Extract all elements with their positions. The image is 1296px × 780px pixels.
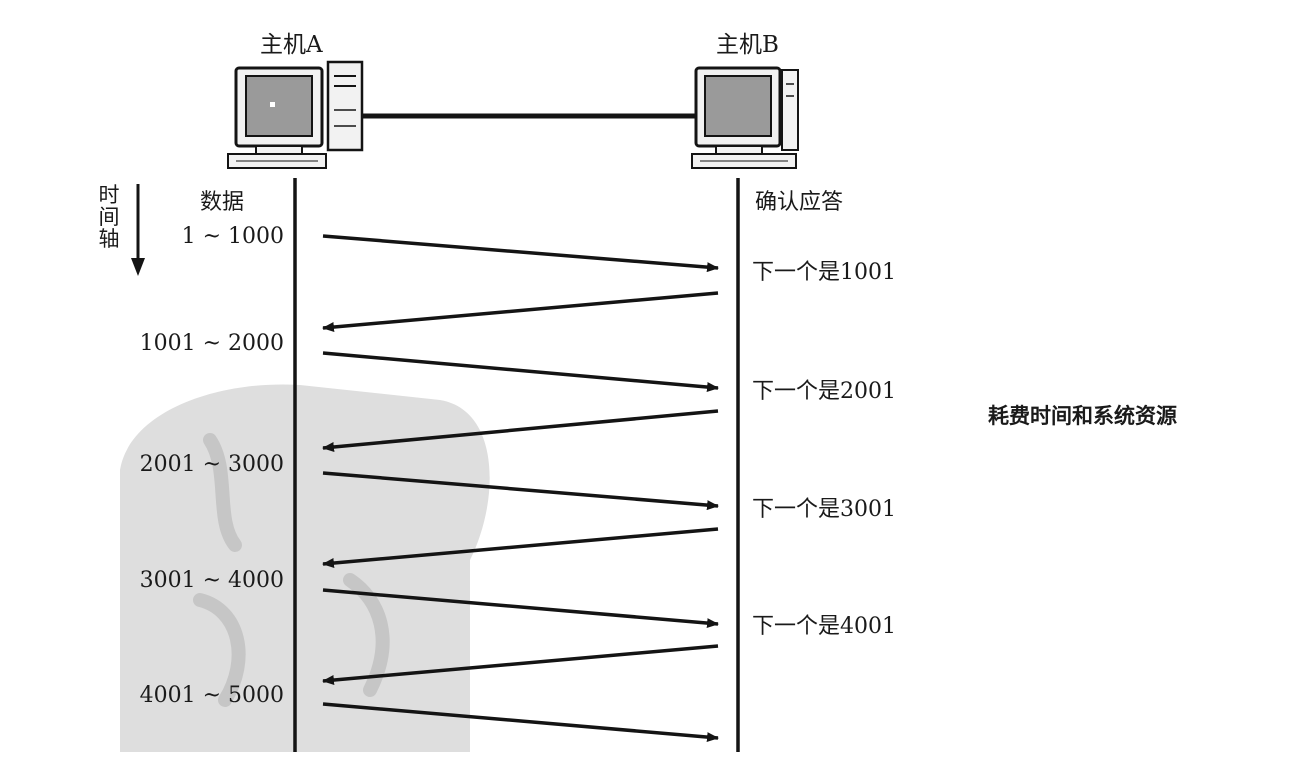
ack-arrow-3 xyxy=(322,527,719,569)
data-segment-label-4: 3001 ~ 4000 xyxy=(139,568,284,593)
host-b-computer-icon xyxy=(691,66,799,169)
host-a-label: 主机A xyxy=(260,32,323,58)
ack-arrow-1 xyxy=(322,291,719,333)
data-arrow-4 xyxy=(322,588,719,629)
data-arrow-2 xyxy=(322,351,719,393)
data-header: 数据 xyxy=(200,190,245,215)
data-segment-label-2: 1001 ~ 2000 xyxy=(139,331,284,356)
time-axis-arrow xyxy=(131,184,145,276)
time-axis-label: 时间轴 xyxy=(98,183,120,251)
ack-label-4: 下一个是4001 xyxy=(752,614,896,639)
ack-label-3: 下一个是3001 xyxy=(752,497,896,522)
watermark-seal xyxy=(120,384,490,752)
ack-arrow-2 xyxy=(322,409,719,452)
ack-arrow-4 xyxy=(322,644,719,686)
data-segment-label-1: 1 ~ 1000 xyxy=(181,224,284,249)
ack-label-2: 下一个是2001 xyxy=(752,379,896,404)
ack-header: 确认应答 xyxy=(755,190,844,215)
data-arrow-1 xyxy=(322,234,719,273)
data-segment-label-3: 2001 ~ 3000 xyxy=(139,452,284,477)
data-arrow-5 xyxy=(322,702,719,743)
host-b-label: 主机B xyxy=(716,32,779,58)
data-arrow-3 xyxy=(322,471,719,511)
side-note: 耗费时间和系统资源 xyxy=(988,404,1177,428)
ack-label-1: 下一个是1001 xyxy=(752,260,896,285)
host-a-computer-icon xyxy=(227,60,364,169)
data-segment-label-5: 4001 ~ 5000 xyxy=(139,683,284,708)
